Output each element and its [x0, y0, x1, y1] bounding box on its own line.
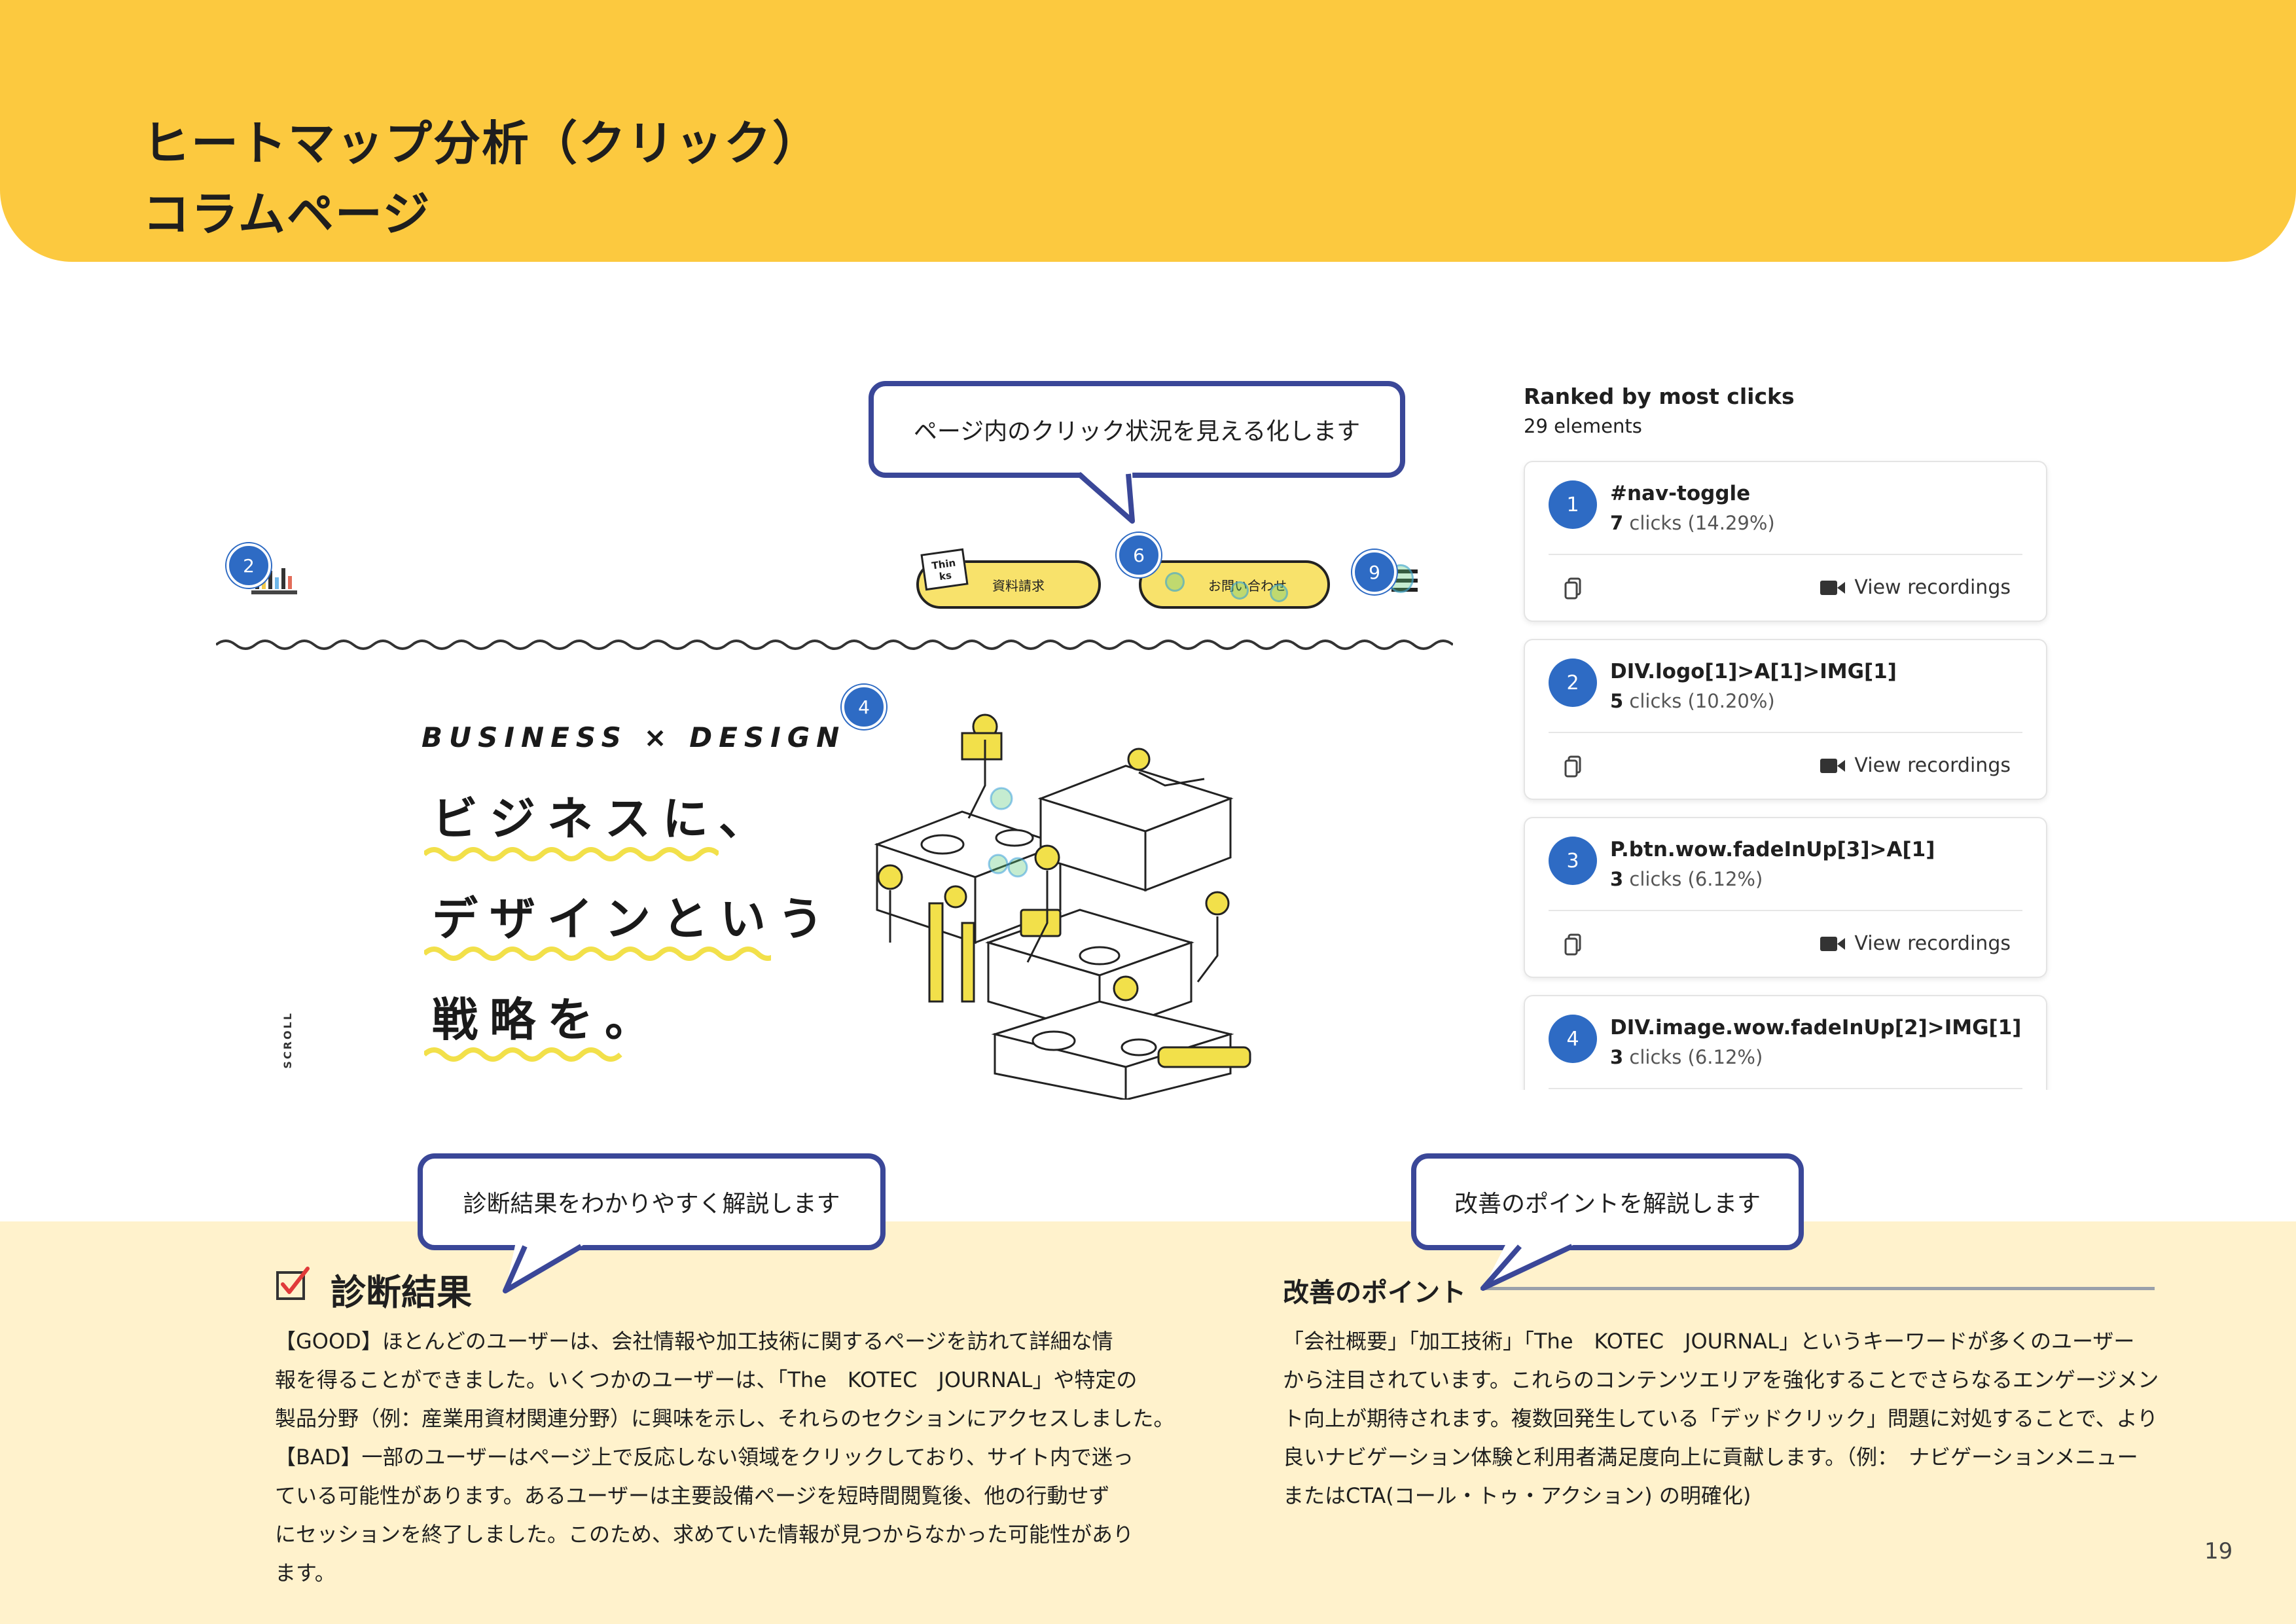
- thinks-badge: Thin ks: [920, 548, 969, 591]
- copy-icon[interactable]: [1564, 577, 1581, 600]
- diagnosis-heading: 診断結果: [331, 1272, 472, 1313]
- callout-diagnosis: 診断結果をわかりやすく解説します: [418, 1153, 886, 1250]
- catch-line-1: ビジネスに、: [432, 792, 776, 846]
- heat-spot: [1165, 572, 1185, 592]
- heat-marker-6: 6: [1117, 533, 1161, 577]
- callout-top-tail: [1077, 470, 1135, 524]
- heat-marker-9: 9: [1352, 550, 1397, 594]
- improve-heading: 改善のポイント: [1283, 1278, 1466, 1308]
- click-count: 3 clicks (6.12%): [1610, 1046, 1763, 1068]
- page-number: 19: [2204, 1538, 2233, 1564]
- callout-improve-tail: [1480, 1242, 1579, 1291]
- ranking-list[interactable]: 1 #nav-toggle 7 clicks (14.29%) View rec…: [1517, 452, 2054, 1090]
- video-camera-icon: [1820, 936, 1846, 951]
- callout-top-text: ページ内のクリック状況を見える化します: [913, 418, 1361, 445]
- click-count: 5 clicks (10.20%): [1610, 690, 1775, 712]
- view-recordings-link[interactable]: View recordings: [1820, 754, 2011, 777]
- click-count: 7 clicks (14.29%): [1610, 512, 1775, 534]
- heat-spot: [1270, 584, 1288, 602]
- element-selector: DIV.image.wow.fadeInUp[2]>IMG[1]: [1610, 1016, 2022, 1039]
- heat-spot: [1230, 581, 1249, 600]
- catch-line-3: 戦略を。: [432, 993, 662, 1047]
- yellow-wave: [424, 947, 771, 961]
- improve-divider: [1480, 1287, 2155, 1290]
- business-design-tagline: BUSINESS × DESIGN: [422, 721, 846, 753]
- callout-diagnosis-tail: [503, 1242, 588, 1293]
- view-recordings-link[interactable]: View recordings: [1820, 576, 2011, 599]
- rank-number: 4: [1549, 1015, 1597, 1063]
- yellow-wave: [424, 847, 719, 861]
- heat-marker-2: 2: [226, 543, 271, 588]
- improve-body: 「会社概要」「加工技術」「The KOTEC JOURNAL」というキーワードが…: [1283, 1329, 2159, 1508]
- element-selector: #nav-toggle: [1610, 482, 1751, 505]
- video-camera-icon: [1820, 580, 1846, 595]
- callout-diagnosis-text: 診断結果をわかりやすく解説します: [463, 1191, 840, 1218]
- yellow-wave: [424, 1047, 622, 1062]
- request-button[interactable]: 資料請求: [916, 560, 1101, 609]
- element-selector: P.btn.wow.fadeInUp[3]>A[1]: [1610, 838, 1935, 861]
- rank-number: 2: [1549, 659, 1597, 707]
- ranking-card[interactable]: 2 DIV.logo[1]>A[1]>IMG[1] 5 clicks (10.2…: [1524, 639, 2047, 800]
- checkbox-checked-icon: [276, 1267, 310, 1300]
- request-button-label: 資料請求: [992, 577, 1045, 594]
- page-subtitle: コラムページ: [143, 187, 431, 242]
- wavy-divider: [216, 640, 1453, 650]
- ranking-title: Ranked by most clicks: [1524, 384, 1795, 409]
- heat-marker-4: 4: [842, 685, 886, 729]
- page-title: ヒートマップ分析（クリック）: [143, 116, 821, 171]
- callout-top: ページ内のクリック状況を見える化します: [869, 381, 1405, 478]
- ranking-subtitle: 29 elements: [1524, 415, 1642, 437]
- diagnosis-body: 【GOOD】ほとんどのユーザーは、会社情報や加工技術に関するページを訪れて詳細な…: [275, 1329, 1175, 1585]
- view-recordings-link[interactable]: View recordings: [1820, 932, 2011, 955]
- rank-number: 1: [1549, 480, 1597, 529]
- copy-icon[interactable]: [1564, 933, 1581, 956]
- copy-icon[interactable]: [1564, 755, 1581, 778]
- catch-line-2: デザインという: [432, 892, 835, 946]
- ranking-card[interactable]: 1 #nav-toggle 7 clicks (14.29%) View rec…: [1524, 461, 2047, 622]
- header-band: ヒートマップ分析（クリック） コラムページ: [0, 0, 2296, 262]
- element-selector: DIV.logo[1]>A[1]>IMG[1]: [1610, 660, 1897, 683]
- rank-number: 3: [1549, 837, 1597, 885]
- ranking-card[interactable]: 3 P.btn.wow.fadeInUp[3]>A[1] 3 clicks (6…: [1524, 817, 2047, 978]
- site-screenshot: 2 資料請求 Thin ks 6 お問い合わせ 9 BUSINESS × DES…: [216, 524, 1460, 1100]
- video-camera-icon: [1820, 758, 1846, 773]
- scroll-indicator: SCROLL: [281, 1011, 294, 1069]
- business-illustration: [874, 713, 1251, 1100]
- ranking-card[interactable]: 4 DIV.image.wow.fadeInUp[2]>IMG[1] 3 cli…: [1524, 995, 2047, 1090]
- click-count: 3 clicks (6.12%): [1610, 868, 1763, 890]
- callout-improve-text: 改善のポイントを解説します: [1454, 1191, 1761, 1218]
- callout-improve: 改善のポイントを解説します: [1411, 1153, 1804, 1250]
